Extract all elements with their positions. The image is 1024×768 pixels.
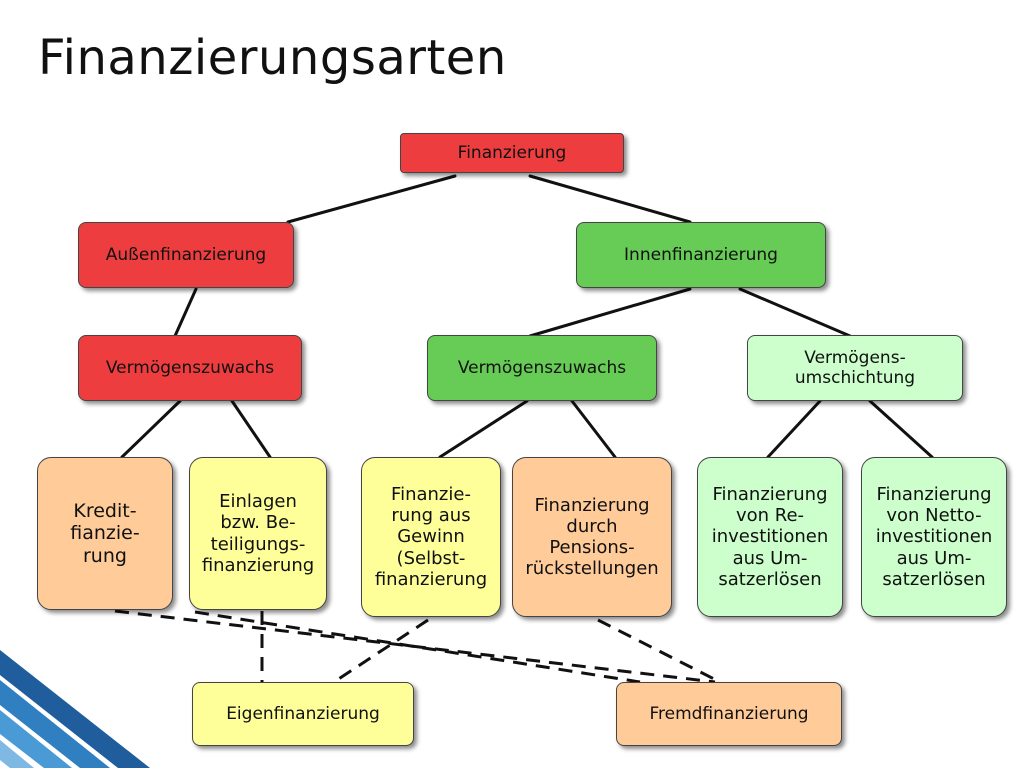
node-aussenfinanzierung: Außenfinanzierung bbox=[78, 222, 294, 288]
node-pensionsrueckstellungen: Finanzierung durch Pensions- rückstellun… bbox=[512, 457, 672, 617]
node-vermoegensumschichtung: Vermögens- umschichtung bbox=[747, 335, 963, 401]
dash-eigen-fremd-cross bbox=[194, 610, 641, 684]
node-eigenfinanzierung: Eigenfinanzierung bbox=[192, 682, 414, 746]
line-aussen-vz bbox=[173, 287, 198, 338]
node-einlagen: Einlagen bzw. Be- teiligungs- finanzieru… bbox=[189, 457, 327, 610]
node-vermoegenszuwachs-aussen: Vermögenszuwachs bbox=[78, 335, 302, 401]
line-vu-re bbox=[766, 399, 822, 459]
node-vermoegenszuwachs-innen: Vermögenszuwachs bbox=[427, 335, 657, 401]
line-vz-einlagen bbox=[230, 399, 272, 459]
line-vu-netto bbox=[868, 399, 934, 459]
node-reinvestitionen: Finanzierung von Re- investitionen aus U… bbox=[697, 457, 843, 617]
line-root-innen bbox=[528, 174, 692, 224]
node-nettoinvestitionen: Finanzierung von Netto- investitionen au… bbox=[861, 457, 1007, 617]
line-vz-selbst bbox=[438, 399, 529, 459]
node-selbstfinanzierung: Finanzie- rung aus Gewinn (Selbst- finan… bbox=[361, 457, 501, 617]
dash-pension-fremd bbox=[597, 618, 721, 684]
dash-selbst-eigen bbox=[333, 618, 429, 684]
line-innen-vz bbox=[528, 287, 692, 338]
node-innenfinanzierung: Innenfinanzierung bbox=[576, 222, 826, 288]
page-title: Finanzierungsarten bbox=[38, 30, 507, 86]
dash-kredit-fremd bbox=[114, 609, 716, 684]
node-kreditfinanzierung: Kredit- fianzie- rung bbox=[37, 457, 173, 610]
line-innen-vu bbox=[738, 287, 852, 338]
line-root-aussen bbox=[286, 174, 457, 224]
line-vz-pension bbox=[570, 399, 617, 459]
line-vz-kredit bbox=[120, 399, 182, 459]
node-fremdfinanzierung: Fremdfinanzierung bbox=[616, 682, 842, 746]
node-finanzierung: Finanzierung bbox=[400, 133, 624, 173]
